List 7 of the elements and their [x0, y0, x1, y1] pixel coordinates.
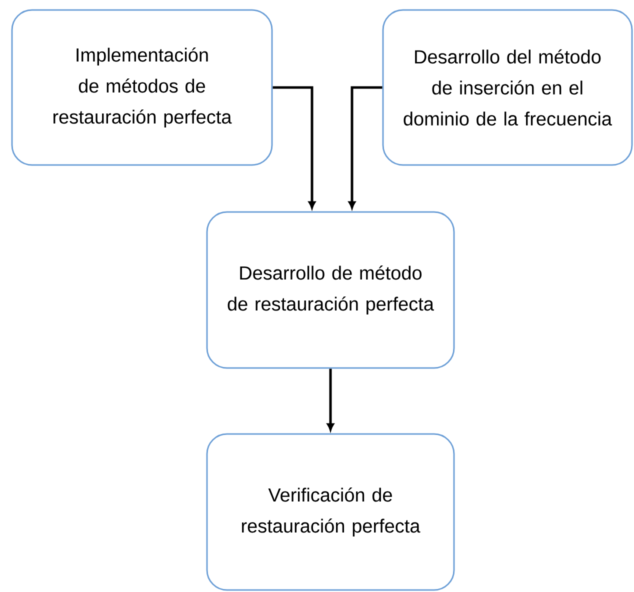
- process-box: Desarrollo de método de restauración perfecta: [206, 211, 455, 369]
- arrow: [348, 86, 382, 209]
- process-box: Desarrollo del método de inserción en el dominio de la frecuencia: [382, 9, 633, 166]
- arrow: [326, 368, 334, 431]
- arrow: [272, 86, 316, 209]
- process-box: Verificación de restauración perfecta: [206, 433, 455, 591]
- process-box: Implementación de métodos de restauración perfecta: [11, 9, 273, 166]
